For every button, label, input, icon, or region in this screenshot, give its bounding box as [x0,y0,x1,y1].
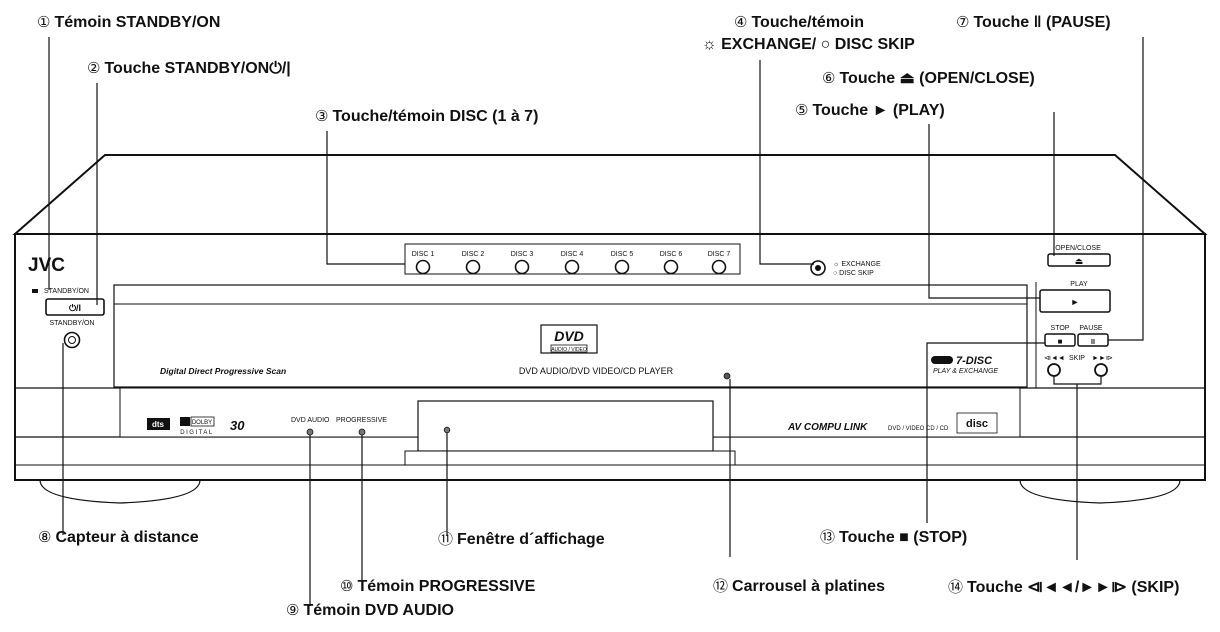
dts-logo [147,418,170,430]
progressive-scan-text: Digital Direct Progressive Scan [160,366,286,376]
play-icon: ► [1071,297,1080,307]
compulink-logo: AV COMPU LINK [787,422,868,433]
compact-disc-logo [956,412,998,434]
disc-7-label: DISC 7 [708,251,731,258]
display-window [417,400,714,452]
thirty-logo: 30 [230,418,245,433]
disc-1-label: DISC 1 [412,251,435,258]
callout-exchange-2: ☼ EXCHANGE/ ○ DISC SKIP [702,36,915,53]
stop-label: STOP [1051,325,1070,332]
eject-icon: ⏏ [1075,256,1084,266]
standby-on-label-2: STANDBY/ON [50,320,95,327]
pause-label: PAUSE [1079,325,1103,332]
right-foot [1019,479,1181,504]
dts-text: dts [152,420,165,429]
standby-on-label: STANDBY/ON [44,288,89,295]
stop-button[interactable] [1044,333,1076,347]
play-button[interactable] [1039,289,1111,313]
disc-buttons [415,259,727,275]
disc-5-label: DISC 5 [611,251,634,258]
disc-4-label: DISC 4 [561,251,584,258]
dolby-mark [180,417,190,426]
compact-disc-text: disc [966,418,988,430]
standby-on-button[interactable] [45,298,105,316]
digital-text: DIGITAL [180,430,213,436]
skip-prev-button[interactable] [1047,363,1061,377]
display-point [443,426,451,434]
disc-1-button[interactable] [415,259,431,275]
skip-label: SKIP [1069,355,1085,362]
progressive-label: PROGRESSIVE [336,417,387,424]
disc-4-button[interactable] [564,259,580,275]
product-name: DVD AUDIO/DVD VIDEO/CD PLAYER [519,366,674,376]
dvd-logo-text: DVD [554,328,584,344]
leader-lines [48,37,1144,606]
seven-disc-logo-mark [931,356,953,364]
power-symbol: ⏻/I [69,303,81,313]
left-foot [39,479,201,504]
pause-icon: II [1091,339,1095,346]
seven-disc-text: 7-DISC [956,355,993,367]
disc-6-label: DISC 6 [660,251,683,258]
play-exchange-text: PLAY & EXCHANGE [933,368,998,375]
open-close-button[interactable] [1047,253,1111,267]
skip-prev-label: ⧏◄◄ [1044,355,1065,362]
progressive-indicator [358,428,366,436]
open-close-label: OPEN/CLOSE [1055,245,1101,252]
top-cover [12,154,1208,235]
play-label: PLAY [1070,281,1088,288]
disc-3-button[interactable] [514,259,530,275]
standby-indicator [32,289,38,293]
carousel-point [723,372,731,380]
disc-2-label: DISC 2 [462,251,485,258]
formats-text: DVD / VIDEO CD / CD [888,426,949,432]
dvd-logo-sub: AUDIO / VIDEO [551,347,587,353]
disc-skip-label: ○ DISC SKIP [833,270,874,277]
dvd-audio-indicator [306,428,314,436]
disc-5-button[interactable] [614,259,630,275]
disc-6-button[interactable] [663,259,679,275]
disc-7-button[interactable] [711,259,727,275]
dvd-audio-label: DVD AUDIO [291,417,330,424]
jvc-logo: JVC [28,255,65,276]
skip-next-button[interactable] [1094,363,1108,377]
disc-3-label: DISC 3 [511,251,534,258]
stop-icon: ■ [1058,337,1063,346]
exchange-label: ☼ EXCHANGE [833,261,881,268]
dvd-logo [540,324,598,354]
dolby-text: DOLBY [192,420,212,426]
disc-2-button[interactable] [465,259,481,275]
skip-next-label: ►►⧐ [1092,355,1113,362]
